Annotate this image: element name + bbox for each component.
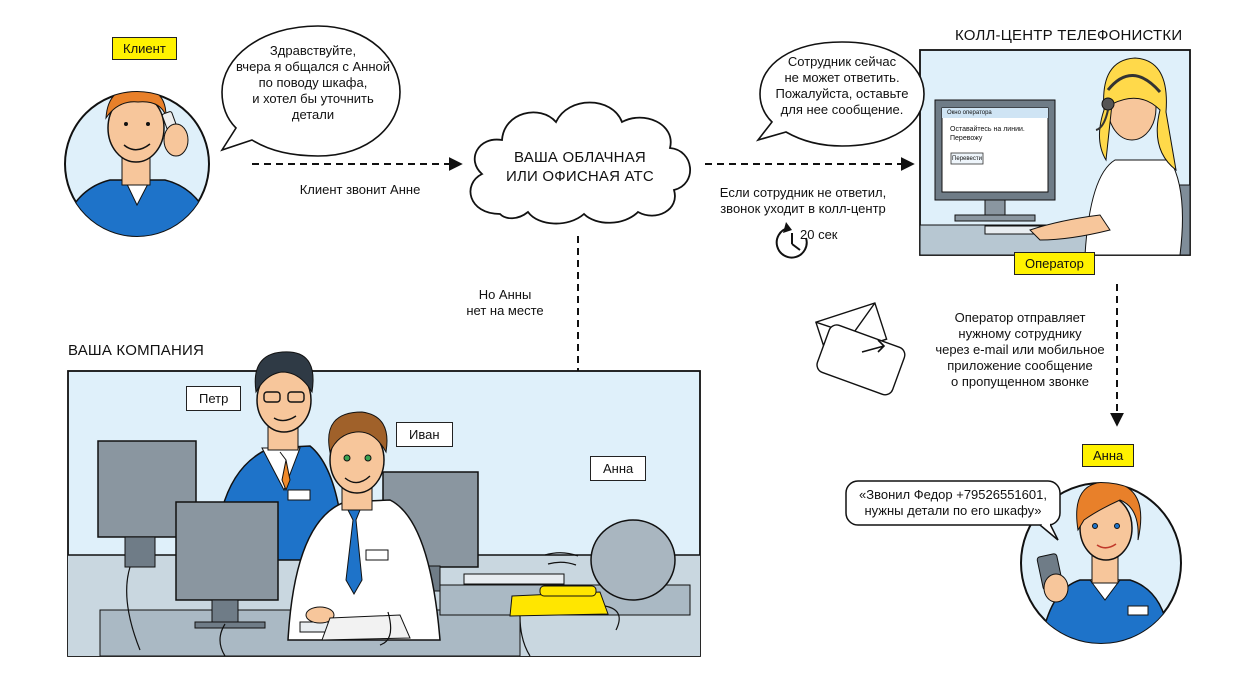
absent-line: нет на месте: [466, 303, 544, 318]
absent-text: Но Анны нет на месте: [440, 287, 570, 319]
client-speech-bubble: [220, 25, 401, 157]
email-phone-icon: [815, 302, 906, 396]
operator-screen-line: Оставайтесь на линии.: [950, 126, 1025, 133]
operator-bubble-line: не может ответить.: [784, 70, 900, 85]
operator-sends-text: Оператор отправляет нужному сотруднику ч…: [920, 310, 1120, 390]
operator-speech-bubble: [755, 41, 925, 147]
operator-bubble-text: Сотрудник сейчас не может ответить. Пожа…: [766, 54, 918, 118]
ivan-tag: Иван: [396, 422, 453, 447]
anna-message-text: «Звонил Федор +79526551601, нужны детали…: [848, 487, 1058, 519]
callcenter-title: КОЛЛ-ЦЕНТР ТЕЛЕФОНИСТКИ: [955, 27, 1183, 44]
company-title: ВАША КОМПАНИЯ: [68, 342, 204, 359]
cloud-label-line: ИЛИ ОФИСНАЯ АТС: [506, 168, 654, 185]
client-tag: Клиент: [112, 37, 177, 60]
client-bubble-line: детали: [291, 107, 335, 122]
anna-message-box: [845, 480, 1061, 526]
operator-bubble-line: Сотрудник сейчас: [787, 54, 897, 69]
client-bubble-line: и хотел бы уточнить: [252, 91, 374, 106]
cloud-label: ВАША ОБЛАЧНАЯ ИЛИ ОФИСНАЯ АТС: [495, 148, 665, 186]
operator-bubble-line: для нее сообщение.: [780, 102, 904, 117]
absent-line: Но Анны: [478, 287, 532, 302]
operator-sends-line: через e-mail или мобильное: [935, 342, 1105, 357]
operator-sends-line: нужному сотруднику: [958, 326, 1082, 341]
anna-avatar: [1020, 482, 1182, 644]
operator-window-title: Окно оператора: [947, 110, 992, 116]
operator-screen: Окно оператора Оставайтесь на линии. Пер…: [944, 109, 1048, 162]
operator-screen-line: Перевожу: [950, 135, 983, 142]
timer-label: 20 сек: [800, 227, 838, 242]
cloud-label-line: ВАША ОБЛАЧНАЯ: [514, 149, 646, 166]
anna-message-line: нужны детали по его шкафу»: [864, 503, 1042, 518]
client-calls-label: Клиент звонит Анне: [299, 182, 421, 197]
pbx-cloud: [469, 101, 691, 225]
redirect-line: Если сотрудник не ответил,: [719, 185, 887, 200]
client-bubble-line: вчера я общался с Анной: [235, 59, 391, 74]
timer-icon: [775, 222, 808, 259]
client-bubble-text: Здравствуйте, вчера я общался с Анной по…: [228, 43, 398, 123]
redirect-line: звонок уходит в колл-центр: [720, 201, 886, 216]
callcenter-panel: [919, 49, 1191, 256]
client-bubble-line: по поводу шкафа,: [258, 75, 368, 90]
operator-bubble-line: Пожалуйста, оставьте: [775, 86, 909, 101]
transfer-button[interactable]: Перевести: [952, 156, 982, 162]
client-bubble-line: Здравствуйте,: [269, 43, 357, 58]
petr-tag: Петр: [186, 386, 242, 411]
operator-sends-line: о пропущенном звонке: [951, 374, 1089, 389]
company-panel: [67, 351, 701, 657]
redirect-text: Если сотрудник не ответил, звонок уходит…: [708, 185, 898, 217]
client-avatar: [64, 91, 210, 237]
operator-sends-line: приложение сообщение: [947, 358, 1093, 373]
anna-desk-tag: Анна: [590, 456, 647, 481]
anna-message-line: «Звонил Федор +79526551601,: [859, 487, 1047, 502]
operator-tag: Оператор: [1014, 252, 1095, 275]
anna-tag: Анна: [1082, 444, 1135, 467]
operator-sends-line: Оператор отправляет: [954, 310, 1086, 325]
